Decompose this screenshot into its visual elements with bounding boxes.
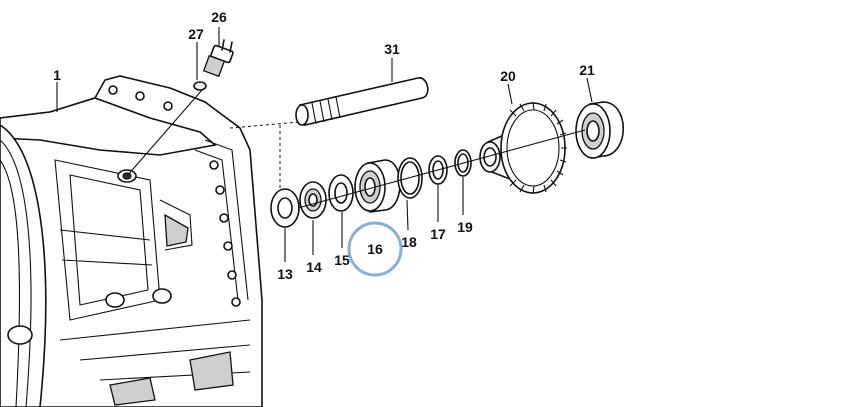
- washer-part-27: [193, 81, 207, 91]
- washer-part-15: [328, 174, 354, 212]
- callout-1: 1: [53, 67, 61, 83]
- callout-20: 20: [500, 68, 516, 84]
- sensor-part-26: [202, 39, 234, 78]
- callout-15: 15: [334, 252, 350, 268]
- callout-14: 14: [306, 259, 322, 275]
- needle-bearing-part-14: [299, 181, 327, 219]
- callout-27: 27: [188, 26, 204, 42]
- assembly-axis-line: [297, 129, 586, 209]
- callout-18: 18: [401, 234, 417, 250]
- callout-31: 31: [384, 41, 400, 57]
- shaft-part-31: [295, 77, 429, 126]
- highlight-circle: [347, 221, 403, 277]
- callout-16: 16: [367, 241, 383, 257]
- transmission-housing: [0, 75, 301, 407]
- callout-21: 21: [579, 62, 595, 78]
- washer-part-13: [270, 188, 300, 228]
- gear-part-20: [479, 101, 567, 195]
- callout-26: 26: [211, 9, 227, 25]
- callout-17: 17: [430, 226, 446, 242]
- bearing-part-21: [575, 101, 624, 159]
- leader-lines: [56, 27, 593, 262]
- bearing-part-16: [354, 159, 401, 213]
- callout-19: 19: [457, 219, 473, 235]
- callout-13: 13: [277, 266, 293, 282]
